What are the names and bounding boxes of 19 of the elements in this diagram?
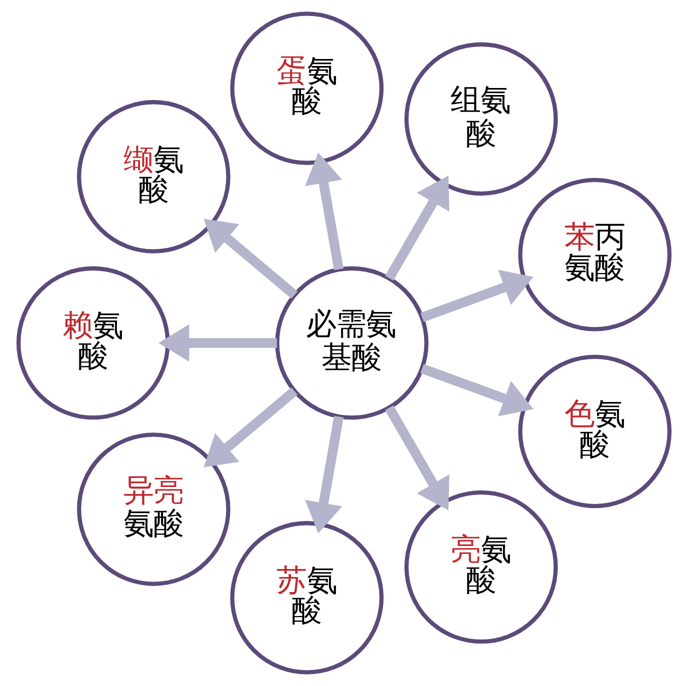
node-circle: 苯丙氨酸 <box>518 178 672 332</box>
node-circle: 苏氨酸 <box>230 521 384 674</box>
arrow <box>305 152 344 270</box>
node-circle: 组氨酸 <box>404 42 558 196</box>
node-circle: 色氨酸 <box>518 354 672 508</box>
node-circle: 蛋氨酸 <box>230 12 384 165</box>
arrow <box>385 176 450 281</box>
arrow <box>420 364 534 416</box>
arrow <box>305 416 344 534</box>
node-circle: 亮氨酸 <box>404 490 558 644</box>
node-circle: 赖氨酸 <box>16 266 170 420</box>
arrow <box>385 405 450 510</box>
node-circle: 异亮氨酸 <box>76 432 230 586</box>
arrow <box>420 270 534 322</box>
node-circle: 缬氨酸 <box>76 100 230 254</box>
arrow <box>204 218 298 299</box>
node-circle: 必需氨基酸 <box>275 266 428 420</box>
arrow <box>158 324 277 362</box>
arrow <box>204 387 298 468</box>
